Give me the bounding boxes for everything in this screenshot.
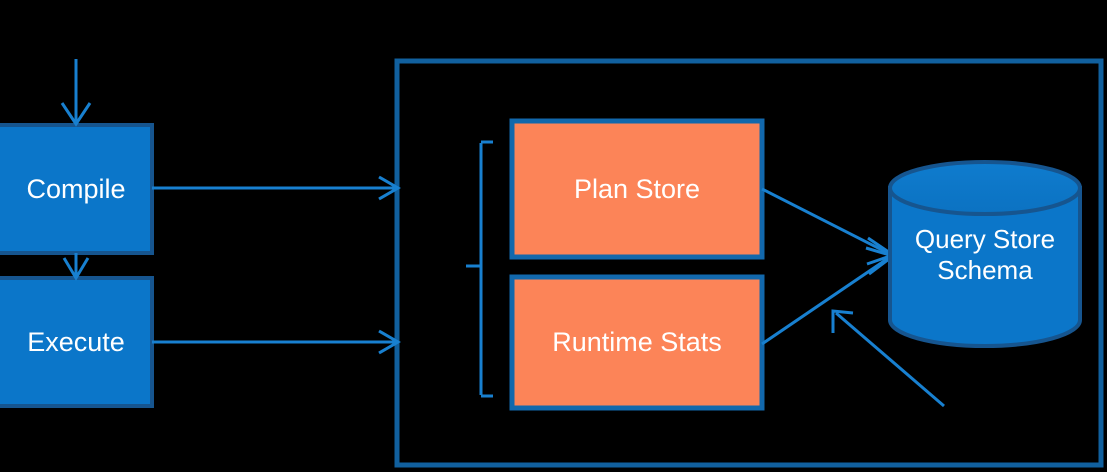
execute-to-container-arrow xyxy=(152,329,401,355)
store-group-brace xyxy=(466,140,493,398)
plan-store-to-schema-arrow xyxy=(761,187,897,266)
query-store-schema-cylinder[interactable] xyxy=(888,160,1082,348)
compile-box[interactable] xyxy=(0,123,154,255)
input-to-compile-arrow xyxy=(60,59,92,127)
compile-to-container-arrow xyxy=(152,175,401,201)
execute-box[interactable] xyxy=(0,276,154,408)
plan-store-box[interactable] xyxy=(509,118,765,260)
runtime-stats-box[interactable] xyxy=(509,274,765,411)
query-store-container xyxy=(394,58,1104,468)
external-to-schema-arrow xyxy=(831,309,945,408)
compile-to-execute-arrow xyxy=(62,253,90,281)
